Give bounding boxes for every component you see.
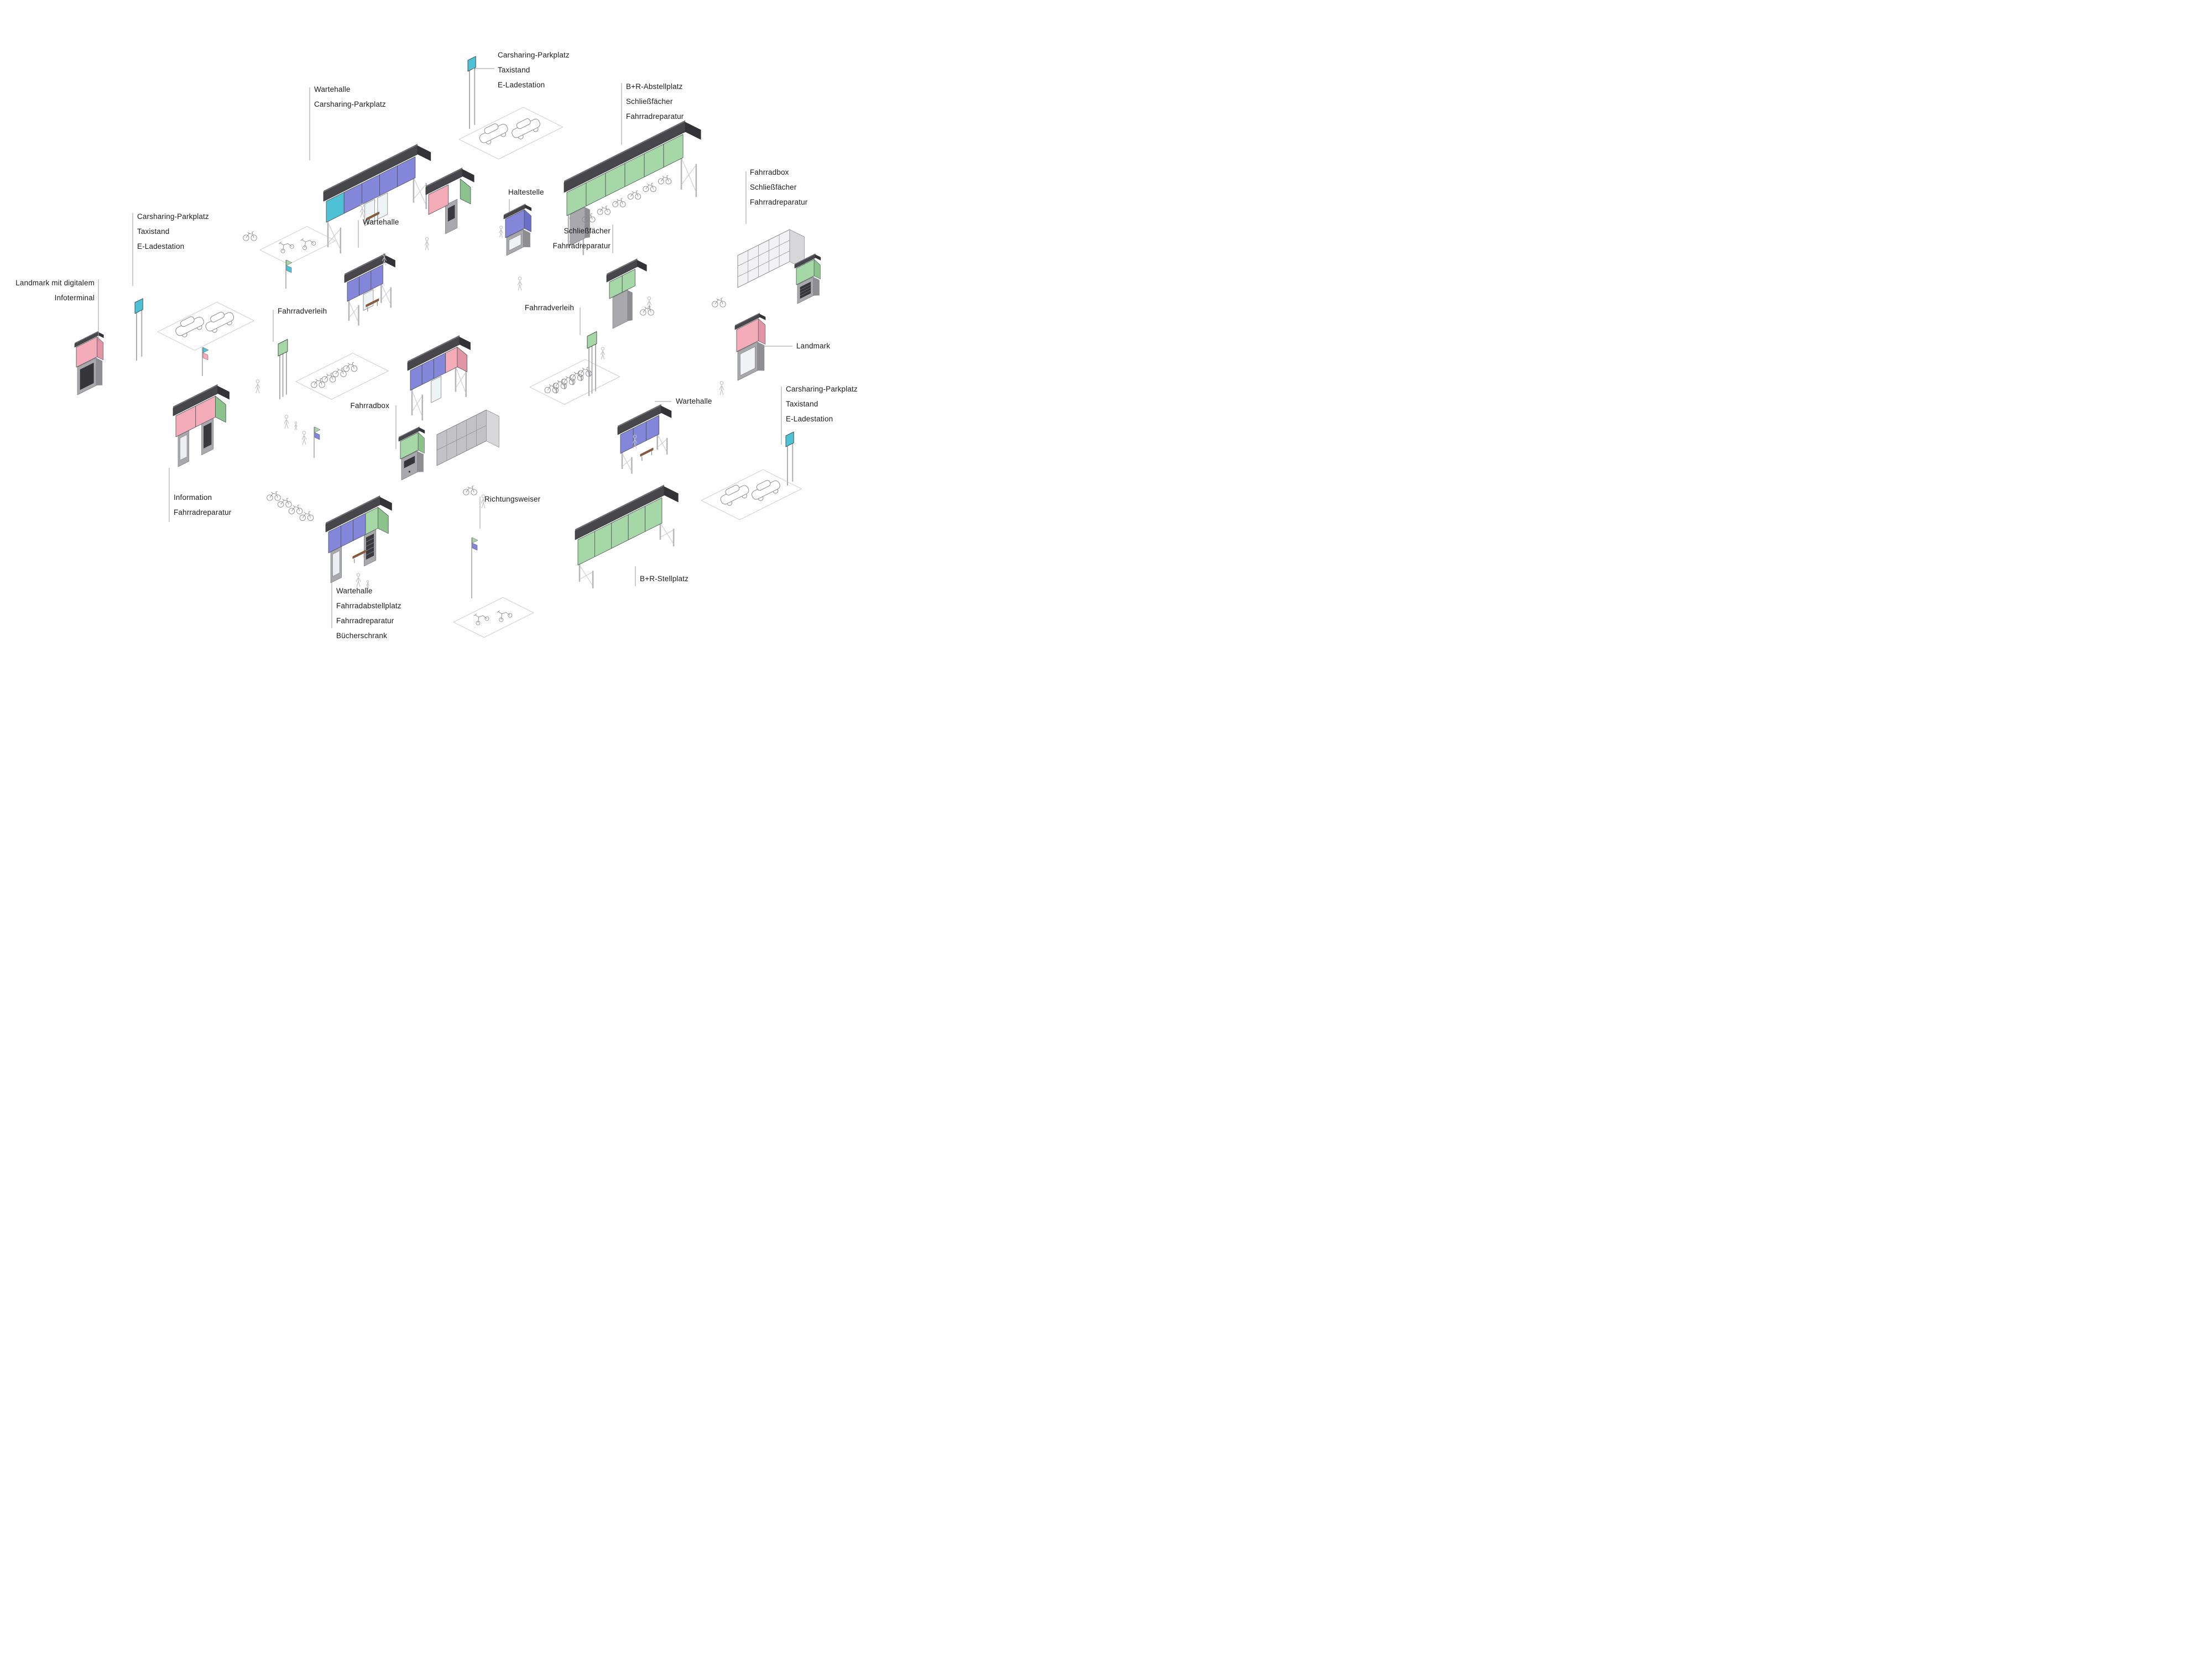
label-line: Landmark mit digitalem [15,279,95,287]
label-line: Wartehalle [336,587,373,595]
label-line: Taxistand [137,227,170,236]
label-landmark-right: Landmark [796,338,830,353]
label-top-carsharing: Carsharing-Parkplatz Taxistand E-Ladesta… [498,48,570,92]
carsharing-sign-left [134,298,143,361]
label-line: Schließfächer [750,183,797,191]
label-line: Infoterminal [54,294,95,302]
label-br-abstellplatz: B+R-Abstellplatz Schließfächer Fahrradre… [626,79,684,124]
label-line: Schließfächer [564,227,611,235]
label-line: Carsharing-Parkplatz [786,385,858,393]
scooter-parking-bottom [453,597,534,638]
label-fahrradverleih-left: Fahrradverleih [278,304,327,319]
pedestrian-figures [255,204,724,589]
bikerow-fahrradverleih-left [295,353,389,400]
shelter-wartehalle-mid [407,335,471,421]
label-line: Taxistand [498,66,530,74]
label-line: Fahrradbox [750,168,789,176]
label-right-carsharing: Carsharing-Parkplatz Taxistand E-Ladesta… [786,382,858,426]
tower-haltestelle [503,204,532,256]
shelter-br-abstellplatz [564,120,701,255]
parking-cars-top [458,107,564,160]
label-line: Haltestelle [508,188,544,196]
label-line: B+R-Abstellplatz [626,82,683,91]
label-landmark-info: Landmark mit digitalem Infoterminal [15,275,95,305]
label-left-carsharing: Carsharing-Parkplatz Taxistand E-Ladesta… [137,209,209,254]
label-fahrradbox-center: Fahrradbox [350,398,389,413]
label-line: Wartehalle [363,218,399,226]
label-line: Carsharing-Parkplatz [137,212,209,221]
label-line: Information [174,493,212,502]
parking-cars-left [157,301,254,351]
diagram-canvas: Carsharing-Parkplatz Taxistand E-Ladesta… [0,0,885,664]
tower-fahrradbox-center [398,426,425,481]
module-schliessfaecher [606,258,647,329]
sign-fahrradverleih-left [278,339,288,399]
tower-fahrradbox-right [794,253,821,304]
carsharing-sign-right [785,431,794,486]
label-line: Wartehalle [676,397,712,405]
label-line: Fahrradreparatur [750,198,808,206]
label-line: Fahrradverleih [524,304,574,312]
label-line: E-Ladestation [786,415,833,423]
label-line: E-Ladestation [137,242,185,251]
shelter-wartehalle-center [344,253,395,326]
flag-richtungsweiser [471,537,478,598]
label-line: Fahrradreparatur [336,617,394,625]
lockers-fahrradbox-right [737,229,805,288]
tower-landmark-right [734,312,766,381]
label-line: Richtungsweiser [484,495,541,503]
label-br-stellplatz: B+R-Stellplatz [640,571,688,586]
lockers-center [436,409,499,466]
label-line: Fahrradreparatur [174,508,232,517]
label-line: Fahrradabstellplatz [336,602,401,610]
flag-topleft [285,259,293,289]
label-fahrradbox-group: Fahrradbox Schließfächer Fahrradreparatu… [750,165,807,210]
structures-layer [74,56,821,638]
label-line: Fahrradreparatur [626,112,684,121]
label-line: Carsharing-Parkplatz [314,100,386,108]
label-wartehalle-right: Wartehalle [676,394,712,409]
label-line: B+R-Stellplatz [640,575,689,583]
label-line: Schließfächer [626,97,673,106]
scooter-parking-topleft [259,226,336,265]
label-line: Fahrradreparatur [552,242,611,250]
label-wartehalle-bottom: Wartehalle Fahrradabstellplatz Fahrradre… [336,583,401,643]
arch-haltestelle-top [425,167,474,234]
leader-lines-layer [98,68,792,628]
label-fahrradverleih-right: Fahrradverleih [525,300,574,315]
label-line: E-Ladestation [498,81,545,89]
bikes-bottomleft [267,491,314,521]
label-wartehalle-carsharing: Wartehalle Carsharing-Parkplatz [314,82,386,112]
label-line: Taxistand [786,400,818,408]
label-line: Bücherschrank [336,632,387,640]
parked-bikes [243,231,726,495]
label-haltestelle: Haltestelle [508,185,544,200]
flag-small-center [314,426,321,458]
carsharing-sign-top [467,56,476,129]
arch-information-left [173,384,229,467]
isometric-scene [74,56,821,638]
bikerow-fahrradverleih-right [529,359,620,405]
flag-small-left [202,347,209,376]
label-line: Wartehalle [314,85,351,93]
label-line: Fahrradbox [350,401,389,410]
label-schliessfaecher: Schließfächer Fahrradreparatur [553,223,611,253]
shelter-wartehalle-right [617,404,672,474]
sign-fahrradverleih-right [587,331,597,396]
label-line: Fahrradverleih [278,307,327,315]
tower-landmark-left [74,331,104,395]
label-richtungsweiser: Richtungsweiser [484,492,540,507]
label-line: Landmark [796,342,831,350]
parking-cars-right [701,469,802,520]
label-line: Carsharing-Parkplatz [498,51,570,59]
shelter-wartehalle-bottom [325,495,392,583]
shelter-br-stellplatz [575,484,679,589]
label-information: Information Fahrradreparatur [174,490,231,520]
shelter-wartehalle-topleft [323,144,431,254]
label-wartehalle-center: Wartehalle [363,215,399,229]
